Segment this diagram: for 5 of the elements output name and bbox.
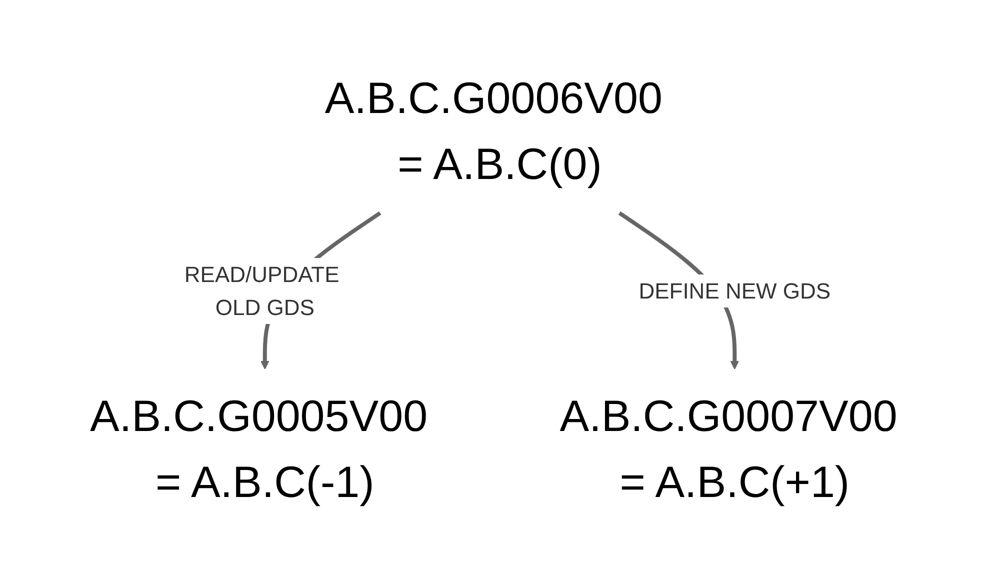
node-text: A.B.C.G0005V00 = A.B.C(-1) xyxy=(90,392,428,507)
node-text: A.B.C.G0006V00 = A.B.C(0) xyxy=(325,74,663,189)
edge-label: DEFINE NEW GDS xyxy=(638,278,831,304)
node-text: A.B.C.G0007V00 = A.B.C(+1) xyxy=(560,392,898,507)
edge-label: READ/UPDATE OLD GDS xyxy=(184,262,340,320)
